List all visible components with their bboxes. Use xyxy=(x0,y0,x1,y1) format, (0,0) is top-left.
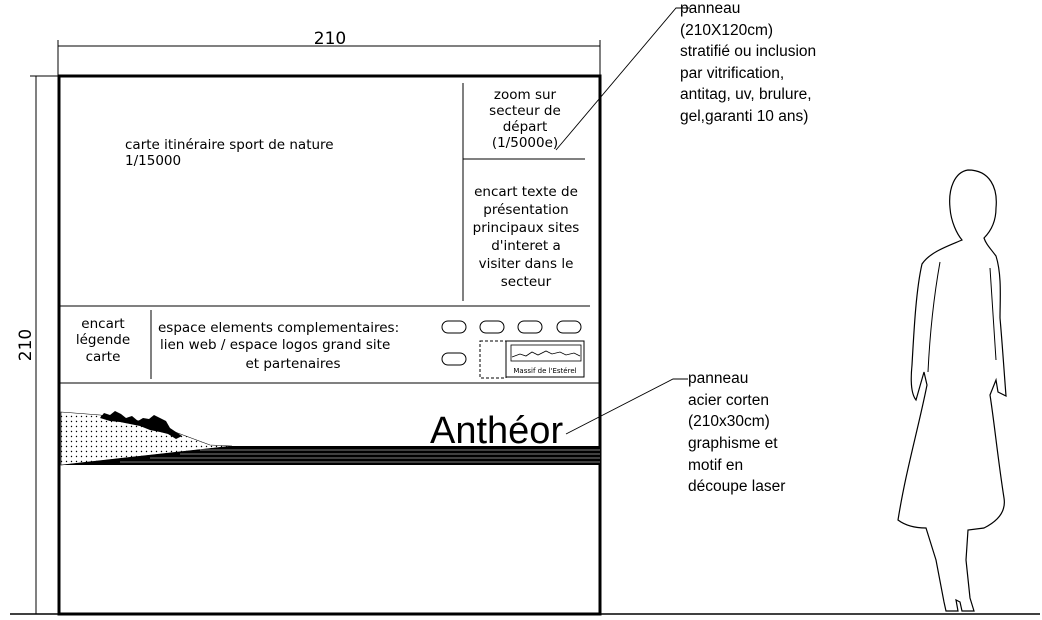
text-box-line1: encart texte de xyxy=(474,184,578,200)
zoom-line3: départ xyxy=(503,119,548,135)
callout-bottom-line1: panneau xyxy=(688,370,748,387)
logo-dashed-slot xyxy=(479,340,507,379)
ground-wedge xyxy=(61,446,575,465)
legend-line1: encart xyxy=(81,316,124,332)
legend-box: encart légende carte xyxy=(76,316,130,365)
legend-line3: carte xyxy=(86,349,121,365)
callout-top-line5: antitag, uv, brulure, xyxy=(680,86,812,103)
callout-top-line4: par vitrification, xyxy=(680,65,784,82)
hatch-lines xyxy=(120,449,600,463)
esterel-logo: Massif de l'Estérel xyxy=(505,340,585,378)
text-box-line2: présentation xyxy=(483,202,568,218)
text-box-line6: secteur xyxy=(501,274,552,290)
map-area-title: carte itinéraire sport de nature xyxy=(125,137,334,153)
callout-bottom-line2: acier corten xyxy=(688,392,769,409)
complements-line1: espace elements complementaires: xyxy=(158,320,399,336)
complements-line2: lien web / espace logos grand site xyxy=(160,337,390,353)
panel-frame xyxy=(57,74,602,616)
text-box-line3: principaux sites xyxy=(473,220,580,236)
human-figure-silhouette xyxy=(897,169,1007,612)
complements-line3: et partenaires xyxy=(245,356,340,372)
callout-top-line6: gel,garanti 10 ans) xyxy=(680,108,808,125)
callout-bottom-line4: graphisme et xyxy=(688,435,778,452)
callout-top-line2: (210X120cm) xyxy=(680,22,773,39)
logo-mountain-graphic xyxy=(511,350,581,358)
text-box-line5: visiter dans le xyxy=(479,256,574,272)
tree-silhouette xyxy=(100,411,182,439)
logo-slot xyxy=(441,320,467,334)
zoom-line2: secteur de xyxy=(489,103,561,119)
zoom-line4: (1/5000e) xyxy=(492,135,558,151)
logo-placeholders xyxy=(441,320,582,379)
callout-bottom-line6: découpe laser xyxy=(688,478,785,495)
callout-top-line3: stratifié ou inclusion xyxy=(680,43,816,60)
zoom-box: zoom sur secteur de départ (1/5000e) xyxy=(489,87,561,151)
width-dimension: 210 xyxy=(57,29,601,76)
height-dimension: 210 xyxy=(16,75,60,614)
map-area-scale: 1/15000 xyxy=(125,153,181,169)
logo-slot xyxy=(556,320,582,334)
human-figure-arm-detail xyxy=(927,261,997,373)
logo-slot xyxy=(441,352,467,366)
callout-bottom-line5: motif en xyxy=(688,457,743,474)
height-label: 210 xyxy=(16,329,36,361)
logo-slot xyxy=(517,320,543,334)
logo-text: Massif de l'Estérel xyxy=(513,367,576,375)
text-box-line4: d'interet a xyxy=(491,238,561,254)
hatched-strip xyxy=(575,446,600,465)
text-box: encart texte de présentation principaux … xyxy=(473,184,580,290)
zoom-line1: zoom sur xyxy=(494,87,557,103)
legend-line2: légende xyxy=(76,332,130,348)
width-label: 210 xyxy=(314,29,346,49)
logo-slot xyxy=(479,320,505,334)
corten-plate: Anthéor xyxy=(60,410,600,466)
callout-top-line1: panneau xyxy=(680,0,740,17)
callout-top: panneau (210X120cm) stratifié ou inclusi… xyxy=(555,0,816,151)
complements-box: espace elements complementaires: lien we… xyxy=(158,320,399,372)
callout-bottom-line3: (210x30cm) xyxy=(688,413,770,430)
site-name: Anthéor xyxy=(430,410,563,452)
callout-bottom: panneau acier corten (210x30cm) graphism… xyxy=(565,370,785,495)
